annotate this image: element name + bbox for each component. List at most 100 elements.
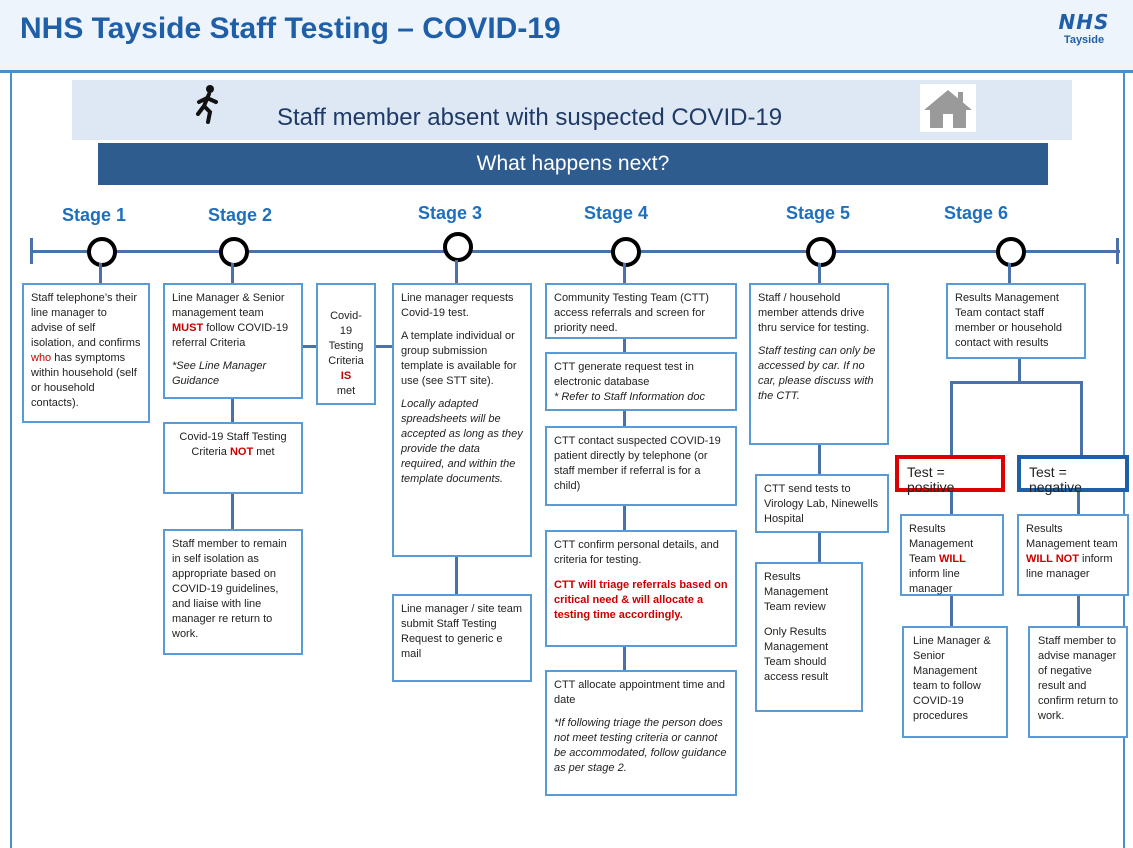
- ctt-contact-box: CTT contact suspected COVID-19 patient d…: [545, 426, 737, 506]
- box-text: Covid-19 Testing Criteria: [328, 310, 364, 367]
- positive-followup-box: Line Manager & Senior Management team to…: [902, 626, 1008, 738]
- box-text: Community Testing Team (CTT) access refe…: [554, 292, 709, 334]
- connector: [455, 556, 458, 594]
- virology-lab-box: CTT send tests to Virology Lab, Ninewell…: [755, 474, 889, 533]
- page-title: NHS Tayside Staff Testing – COVID-19: [20, 12, 561, 45]
- ctt-database-box: CTT generate request test in electronic …: [545, 352, 737, 411]
- positive-result-box: Results Management Team WILL inform line…: [900, 514, 1004, 596]
- box-text: CTT send tests to Virology Lab, Ninewell…: [764, 483, 879, 525]
- timeline: [30, 250, 1120, 253]
- connector: [99, 263, 102, 283]
- box-text: Line manager requests Covid-19 test.: [401, 292, 514, 319]
- box-text: CTT generate request test in electronic …: [554, 361, 694, 388]
- box-text: Results Management team: [1026, 523, 1118, 550]
- box-text: Line Manager & Senior Management team to…: [913, 635, 991, 722]
- must-highlight: MUST: [172, 322, 204, 334]
- connector: [818, 532, 821, 562]
- ctt-screen-box: Community Testing Team (CTT) access refe…: [545, 283, 737, 339]
- self-isolation-box: Staff member to remain in self isolation…: [163, 529, 303, 655]
- timeline-start: [30, 238, 33, 264]
- stage-1-box: Staff telephone’s their line manager to …: [22, 283, 150, 423]
- box-text: A template individual or group submissio…: [401, 330, 517, 387]
- connector: [455, 260, 458, 283]
- stage-6-label: Stage 6: [944, 203, 1009, 223]
- connector: [818, 263, 821, 283]
- what-happens-next-bar: What happens next?: [98, 143, 1048, 185]
- box-text: Covid-19 Staff Testing Criteria: [179, 431, 287, 458]
- stage-1-label: Stage 1: [62, 205, 127, 225]
- connector: [1080, 381, 1083, 455]
- box-text: inform line manager: [1026, 553, 1113, 580]
- connector: [231, 398, 234, 422]
- connector: [1008, 263, 1011, 283]
- connector: [1077, 596, 1080, 626]
- box-text: CTT allocate appointment time and date: [554, 679, 725, 706]
- connector: [623, 263, 626, 283]
- stage-6-node: [996, 237, 1026, 267]
- spreadsheet-note: Locally adapted spreadsheets will be acc…: [401, 398, 523, 485]
- box-text: Line Manager & Senior management team: [172, 292, 285, 319]
- negative-followup-box: Staff member to advise manager of negati…: [1028, 626, 1128, 738]
- connector: [950, 596, 953, 626]
- will-highlight: WILL: [938, 553, 966, 565]
- box-text: met: [336, 385, 356, 397]
- timeline-end: [1116, 238, 1119, 264]
- walking-person-icon: [190, 84, 226, 132]
- stage-3-request-box: Line manager requests Covid-19 test. A t…: [392, 283, 532, 557]
- test-positive-box: Test = positive: [895, 455, 1005, 495]
- ctt-appointment-box: CTT allocate appointment time and date *…: [545, 670, 737, 796]
- box-text: Results Management Team: [909, 523, 974, 565]
- results-review-box: Results Management Team review Only Resu…: [755, 562, 863, 712]
- connector: [950, 381, 1082, 384]
- criteria-met-box: Covid-19 Testing Criteria IS met: [316, 283, 376, 405]
- box-text: Staff / household member attends drive t…: [758, 292, 870, 334]
- stage-2-node: [219, 237, 249, 267]
- box-text: CTT contact suspected COVID-19 patient d…: [554, 435, 721, 492]
- connector: [818, 444, 821, 474]
- who-highlight: who: [31, 352, 52, 364]
- stage-4-label: Stage 4: [584, 203, 649, 223]
- staff-info-note: * Refer to Staff Information doc: [554, 391, 706, 403]
- header: NHS Tayside Staff Testing – COVID-19 NHS…: [0, 0, 1133, 73]
- results-contact-box: Results Management Team contact staff me…: [946, 283, 1086, 359]
- box-text: Line manager / site team submit Staff Te…: [401, 603, 523, 660]
- connector: [623, 410, 626, 426]
- connector: [1077, 490, 1080, 514]
- stage-2-label: Stage 2: [208, 205, 273, 225]
- criteria-not-met-box: Covid-19 Staff Testing Criteria NOT met: [163, 422, 303, 494]
- triage-highlight: CTT will triage referrals based on criti…: [554, 579, 728, 621]
- connector: [623, 338, 626, 352]
- connector: [1018, 358, 1021, 382]
- test-negative-box: Test = negative: [1017, 455, 1129, 495]
- box-text: CTT confirm personal details, and criter…: [554, 539, 719, 566]
- connector: [623, 506, 626, 530]
- triage-note: *If following triage the person does not…: [554, 717, 727, 774]
- connector: [302, 345, 316, 348]
- banner: Staff member absent with suspected COVID…: [72, 80, 1072, 140]
- connector: [950, 490, 953, 514]
- connector: [623, 646, 626, 670]
- logo-mark: NHS: [1058, 10, 1110, 34]
- box-text: Results Management Team contact staff me…: [955, 292, 1063, 349]
- submit-request-box: Line manager / site team submit Staff Te…: [392, 594, 532, 682]
- will-not-highlight: WILL NOT: [1026, 553, 1079, 565]
- box-text: Staff telephone’s their line manager to …: [31, 292, 141, 349]
- box-text: inform line manager: [909, 568, 960, 595]
- stage-2-referral-box: Line Manager & Senior management team MU…: [163, 283, 303, 399]
- drive-thru-box: Staff / household member attends drive t…: [749, 283, 889, 445]
- stage-3-label: Stage 3: [418, 203, 483, 223]
- box-text: has symptoms within household (self or h…: [31, 352, 137, 409]
- box-text: Only Results Management Team should acce…: [764, 626, 829, 683]
- connector: [950, 381, 953, 455]
- box-text: met: [253, 446, 275, 458]
- connector: [231, 493, 234, 529]
- house-icon: [920, 84, 976, 132]
- ctt-triage-box: CTT confirm personal details, and criter…: [545, 530, 737, 647]
- banner-title: Staff member absent with suspected COVID…: [277, 104, 783, 131]
- is-highlight: IS: [340, 370, 352, 382]
- connector: [231, 263, 234, 283]
- logo-sub: Tayside: [1063, 34, 1105, 46]
- box-text: follow COVID-19 referral Criteria: [172, 322, 289, 349]
- box-text: Results Management Team review: [764, 571, 829, 613]
- stage-5-node: [806, 237, 836, 267]
